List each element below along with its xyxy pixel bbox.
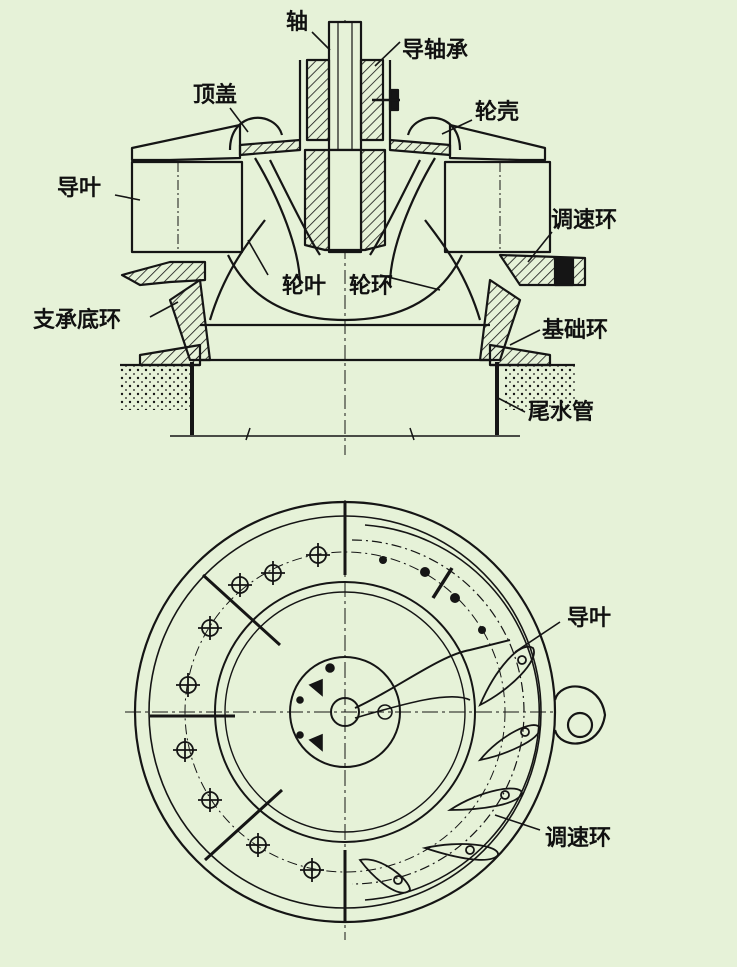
vane-pivots	[173, 543, 330, 882]
label-runner-blade: 轮叶	[282, 274, 327, 299]
label-guide-vane: 导叶	[57, 176, 102, 201]
speed-ring-links	[379, 556, 486, 634]
plan-leaders	[494, 621, 561, 831]
label-speed-ring: 调速环	[551, 208, 618, 233]
hub-ring	[289, 656, 401, 768]
label-shaft: 轴	[286, 10, 309, 35]
label-plan-speed-ring: 调速环	[545, 826, 612, 851]
inner-ring	[214, 581, 476, 843]
hub-details	[296, 663, 335, 752]
label-foundation-ring: 基础环	[542, 318, 609, 343]
runner-hub-part	[303, 148, 387, 252]
guide-vane-part	[130, 160, 552, 254]
sector-lines	[150, 502, 347, 922]
label-top-cover: 顶盖	[193, 83, 238, 108]
label-guide-bearing: 导轴承	[402, 38, 469, 63]
vane-pitch-circle	[184, 551, 506, 873]
label-draft-tube: 尾水管	[528, 400, 595, 425]
section-leaders	[114, 31, 553, 413]
draft-tube-part	[170, 362, 520, 441]
foundation-concrete	[120, 363, 575, 410]
bottom-ring-part	[120, 260, 552, 367]
casing-lug	[553, 685, 607, 745]
label-runner-band: 轮环	[349, 274, 394, 299]
guide-bearing-part	[298, 58, 400, 142]
label-runner-housing: 轮壳	[475, 100, 520, 125]
speed-ring-part	[498, 253, 587, 287]
label-support-bottom-ring: 支承底环	[33, 308, 122, 333]
label-plan-guide-vane: 导叶	[567, 606, 612, 631]
top-cover-part	[130, 116, 547, 286]
plan-view	[125, 500, 607, 940]
section-view	[114, 20, 587, 455]
speed-ring-arc	[364, 524, 541, 901]
plan-guide-vanes	[358, 645, 541, 894]
